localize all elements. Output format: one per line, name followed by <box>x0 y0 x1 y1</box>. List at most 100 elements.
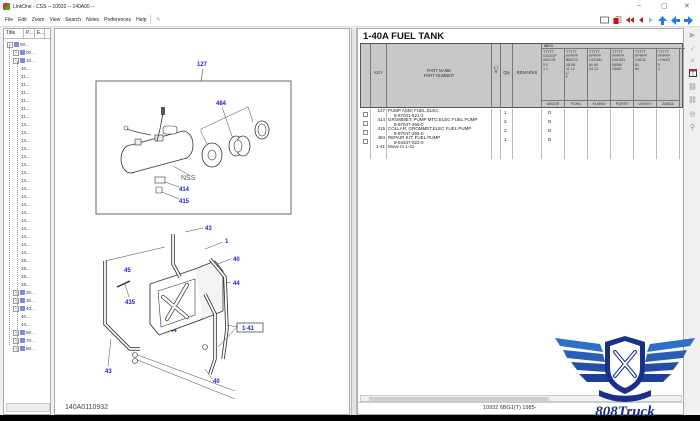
callout-43-top[interactable]: 43 <box>205 226 212 232</box>
tree-item[interactable]: +70... <box>13 337 35 345</box>
expand-icon[interactable]: + <box>13 49 19 56</box>
tree-item[interactable]: 14... <box>21 241 30 249</box>
tree-item[interactable]: 13... <box>21 129 30 137</box>
expand-icon[interactable]: + <box>13 329 19 336</box>
callout-1-41[interactable]: 1-41 <box>242 326 255 332</box>
link-1-41-box[interactable] <box>236 322 264 333</box>
tree-item[interactable]: −10... <box>13 57 35 65</box>
tree-item[interactable]: 40... <box>21 313 30 321</box>
callout-40-bottom[interactable]: 40 <box>213 379 220 385</box>
menu-view[interactable]: View <box>49 17 61 23</box>
column-e[interactable]: E... <box>37 29 45 38</box>
link-icon[interactable]: ⛓ <box>688 84 697 91</box>
tree-item[interactable]: +50... <box>13 329 35 337</box>
callout-1[interactable]: 1 <box>225 239 229 245</box>
tree-item[interactable]: 15... <box>21 265 30 273</box>
nav-up-icon[interactable] <box>658 15 667 25</box>
tree-item[interactable]: 14... <box>21 249 30 257</box>
tree-item[interactable]: +20... <box>13 289 35 297</box>
menu-notes[interactable]: Notes <box>86 17 100 23</box>
callout-414[interactable]: 414 <box>179 187 190 193</box>
tree-item[interactable]: 11... <box>21 97 29 105</box>
next-page-icon[interactable] <box>648 16 654 24</box>
column-title[interactable]: Title <box>4 29 24 38</box>
menu-preferences[interactable]: Preferences <box>104 17 132 23</box>
row-checkbox[interactable] <box>363 121 368 126</box>
tree-item[interactable]: 15... <box>21 257 30 265</box>
callout-127[interactable]: 127 <box>197 62 208 68</box>
tree-item[interactable]: 14... <box>21 217 30 225</box>
expand-icon[interactable]: + <box>13 337 19 344</box>
menu-zoom[interactable]: Zoom <box>31 17 45 23</box>
callout-45[interactable]: 45 <box>124 268 131 274</box>
callout-415[interactable]: 415 <box>179 199 190 205</box>
unlink-icon[interactable]: ⛓ <box>688 97 697 104</box>
menu-help[interactable]: Help <box>136 17 147 23</box>
tree-item[interactable]: +80... <box>13 345 35 353</box>
callout-40-right[interactable]: 40 <box>233 257 240 263</box>
callout-43-bottom[interactable]: 43 <box>105 369 112 375</box>
tree-item[interactable]: 14... <box>21 201 30 209</box>
tree-item[interactable]: 13... <box>21 177 30 185</box>
check-icon[interactable]: ✓ <box>689 46 696 53</box>
tree-item[interactable]: 14... <box>21 225 30 233</box>
play-icon[interactable]: ▶ <box>689 32 696 39</box>
tree-item[interactable]: 14... <box>21 233 30 241</box>
first-page-icon[interactable] <box>626 16 634 24</box>
part-name[interactable]: Move to 1-41 <box>388 144 415 149</box>
menu-search[interactable]: Search <box>65 17 82 23</box>
search-icon[interactable]: ⚲ <box>689 124 696 131</box>
panel-splitter[interactable] <box>351 28 357 415</box>
binoculars-icon[interactable]: ◎ <box>689 111 696 118</box>
tree-item[interactable]: 11... <box>21 113 29 121</box>
callout-435[interactable]: 435 <box>125 300 136 306</box>
parts-hscroll-thumb[interactable] <box>369 397 549 401</box>
callout-484[interactable]: 484 <box>216 101 227 107</box>
annotate-icon[interactable]: ✎ <box>156 17 161 23</box>
tree-item[interactable]: 13... <box>21 161 30 169</box>
tree-item[interactable]: 11... <box>21 105 29 113</box>
tree-item[interactable]: 11... <box>21 89 29 97</box>
red-book-icon[interactable] <box>613 16 622 24</box>
tree-item[interactable]: 15... <box>21 281 30 289</box>
tree-item[interactable]: 11... <box>21 73 29 81</box>
tree-item[interactable]: 13... <box>21 137 30 145</box>
tree-item[interactable]: 10... <box>21 65 30 73</box>
callout-44-bottom[interactable]: 44 <box>170 328 177 334</box>
minimize-button[interactable]: – <box>637 2 641 9</box>
tree-item[interactable]: 44... <box>21 321 30 329</box>
expand-icon[interactable]: + <box>13 297 19 304</box>
expand-icon[interactable]: + <box>13 289 19 296</box>
tree-item[interactable]: −40... <box>13 305 35 313</box>
nav-forward-icon[interactable] <box>684 15 693 25</box>
row-checkbox[interactable] <box>363 112 368 117</box>
row-checkbox[interactable] <box>363 130 368 135</box>
nav-back-icon[interactable] <box>671 15 680 25</box>
callout-44-right[interactable]: 44 <box>233 281 240 287</box>
book-icon[interactable] <box>600 16 609 24</box>
prev-page-icon[interactable] <box>638 16 644 24</box>
tree-item[interactable]: 11... <box>21 81 29 89</box>
tree-item[interactable]: +00... <box>13 49 35 57</box>
tree-item[interactable]: 15... <box>21 273 30 281</box>
maximize-button[interactable]: ▢ <box>661 3 668 10</box>
tree-item[interactable]: +30... <box>13 297 35 305</box>
tree-item[interactable]: 13... <box>21 145 30 153</box>
tree-item[interactable]: 14... <box>21 209 30 217</box>
tree-hscroll-secondary[interactable] <box>6 403 50 412</box>
tree-item[interactable]: 14... <box>21 193 30 201</box>
collapse-icon[interactable]: − <box>13 57 19 64</box>
tree-item[interactable]: 14... <box>21 185 30 193</box>
expand-icon[interactable]: + <box>13 345 19 352</box>
tree-item[interactable]: 13... <box>21 153 30 161</box>
delete-icon[interactable]: ✕ <box>689 58 696 65</box>
collapse-icon[interactable]: − <box>13 305 19 312</box>
column-p[interactable]: P... <box>24 29 35 38</box>
tree-item[interactable]: 13... <box>21 169 30 177</box>
close-button[interactable]: ✕ <box>684 3 690 10</box>
collapse-icon[interactable]: − <box>7 41 13 48</box>
